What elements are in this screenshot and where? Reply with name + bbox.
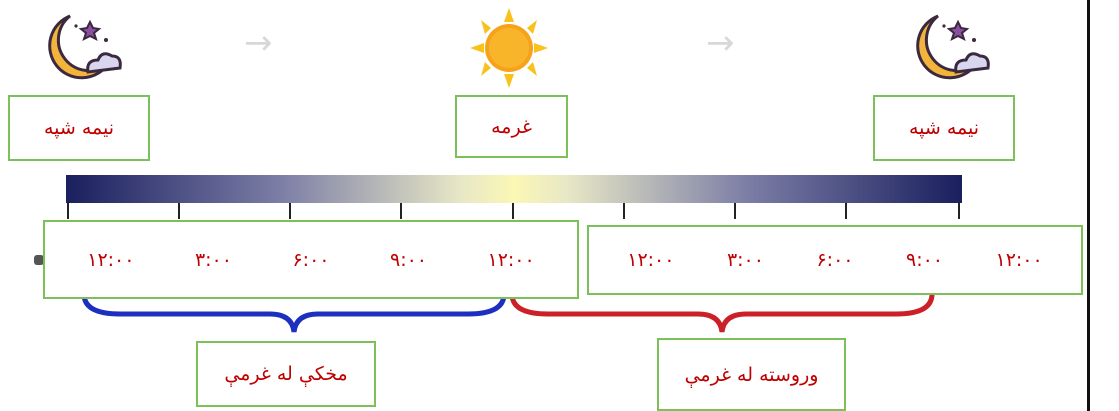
arrow-right-icon: → xyxy=(706,23,735,63)
bar-tick xyxy=(958,203,960,219)
time-label: ۱۲:۰۰ xyxy=(87,248,135,271)
right-edge-rule xyxy=(1087,0,1090,411)
time-label: ۶:۰۰ xyxy=(816,249,854,271)
time-label: ۶:۰۰ xyxy=(292,248,330,271)
midnight-left-label: نیمه شپه xyxy=(8,95,150,161)
partial-glyph xyxy=(34,255,44,265)
time-label: ۳:۰۰ xyxy=(726,249,764,271)
arrow-right-icon: → xyxy=(244,23,273,63)
time-label: ۹:۰۰ xyxy=(389,248,428,271)
bar-tick xyxy=(845,203,847,219)
after-noon-brace xyxy=(509,291,935,333)
times-after-noon-box: ۱۲:۰۰ ۳:۰۰ ۶:۰۰ ۹:۰۰ ۱۲:۰۰ xyxy=(587,225,1083,295)
noon-label: غرمه xyxy=(455,95,568,158)
time-label: ۳:۰۰ xyxy=(194,248,232,271)
bar-tick xyxy=(400,203,402,219)
moon-star-cloud-icon xyxy=(48,14,122,80)
times-before-noon-box: ۱۲:۰۰ ۳:۰۰ ۶:۰۰ ۹:۰۰ ۱۲:۰۰ xyxy=(43,220,579,299)
midnight-right-label: نیمه شپه xyxy=(873,95,1015,161)
moon-star-cloud-icon xyxy=(916,14,990,80)
bar-tick xyxy=(623,203,625,219)
time-label: ۹:۰۰ xyxy=(905,249,944,271)
before-noon-brace xyxy=(81,291,507,333)
bar-tick xyxy=(178,203,180,219)
bar-tick xyxy=(67,203,69,219)
time-label: ۱۲:۰۰ xyxy=(627,249,675,271)
time-label: ۱۲:۰۰ xyxy=(995,249,1043,271)
bar-tick xyxy=(289,203,291,219)
bar-tick xyxy=(512,203,514,219)
after-noon-label: وروسته له غرمې xyxy=(657,338,846,411)
day-night-gradient-bar xyxy=(66,175,962,203)
before-noon-label: مخکې له غرمې xyxy=(196,341,376,407)
bar-tick xyxy=(734,203,736,219)
sun-icon xyxy=(470,8,548,88)
time-label: ۱۲:۰۰ xyxy=(487,248,535,271)
